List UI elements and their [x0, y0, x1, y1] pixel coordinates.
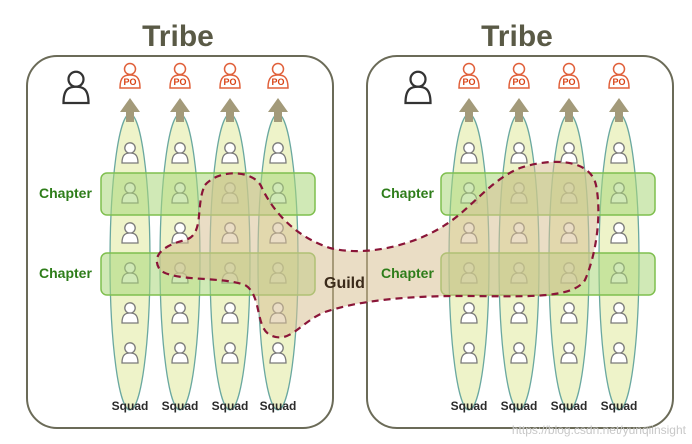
product-owner-label: PO — [512, 77, 525, 87]
arrow-up-icon — [559, 98, 579, 122]
guild-label: Guild — [324, 275, 365, 292]
arrow-up-icon — [509, 98, 529, 122]
product-owner-label: PO — [462, 77, 475, 87]
product-owner-layer: PO PO PO PO PO PO PO PO — [119, 62, 630, 122]
product-owner-label: PO — [612, 77, 625, 87]
arrow-up-icon — [220, 98, 240, 122]
tribe-lead-icon-left — [62, 70, 90, 105]
product-owner-label: PO — [123, 77, 136, 87]
arrow-up-icon — [170, 98, 190, 122]
squad-label: Squad — [451, 399, 488, 413]
product-owner-label: PO — [562, 77, 575, 87]
squad-label: Squad — [112, 399, 149, 413]
watermark: https://blog.csdn.net/yunqiinsight — [512, 423, 687, 437]
squad-label: Squad — [551, 399, 588, 413]
chapter-label-left-2: Chapter — [39, 265, 92, 281]
squad-label: Squad — [501, 399, 538, 413]
squad-label: Squad — [260, 399, 297, 413]
product-owner-label: PO — [173, 77, 186, 87]
squad-label-layer: Squad Squad Squad Squad Squad Squad Squad Squad — [112, 399, 638, 413]
chapter-label-right-1: Chapter — [381, 185, 434, 201]
product-owner-label: PO — [271, 77, 284, 87]
arrow-up-icon — [609, 98, 629, 122]
squad-label: Squad — [162, 399, 199, 413]
arrow-up-icon — [120, 98, 140, 122]
arrow-up-icon — [268, 98, 288, 122]
product-owner-label: PO — [223, 77, 236, 87]
guild-region — [155, 160, 600, 339]
tribe-title-left: Tribe — [142, 20, 214, 53]
arrow-up-icon — [459, 98, 479, 122]
chapter-label-left-1: Chapter — [39, 185, 92, 201]
squad-label: Squad — [601, 399, 638, 413]
tribe-title-right: Tribe — [481, 20, 553, 53]
squad-label: Squad — [212, 399, 249, 413]
chapter-label-right-2: Chapter — [381, 265, 434, 281]
tribe-lead-icon-right — [404, 70, 432, 105]
